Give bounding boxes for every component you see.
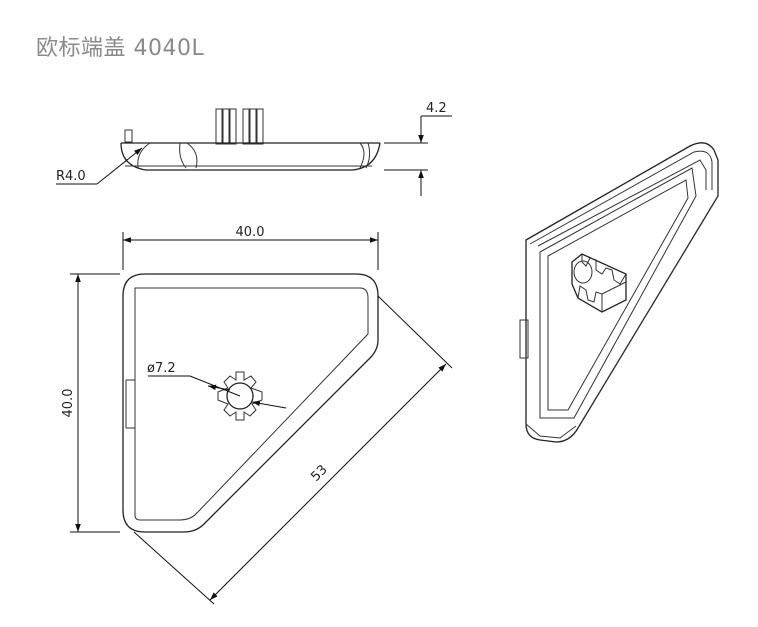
hole-diameter-label: ø7.2: [147, 361, 176, 376]
side-view: R4.0 4.2: [56, 101, 452, 196]
height-label: 40.0: [61, 389, 76, 418]
pins-isometric: [571, 253, 627, 313]
isometric-view: [519, 142, 719, 443]
diagonal-label: 53: [308, 462, 330, 484]
width-label: 40.0: [236, 225, 265, 240]
thickness-label: 4.2: [426, 101, 447, 116]
radius-label: R4.0: [56, 169, 86, 184]
front-view: ø7.2 40.0 40.0 53: [61, 225, 453, 605]
page-title: 欧标端盖 4040L: [36, 36, 205, 61]
